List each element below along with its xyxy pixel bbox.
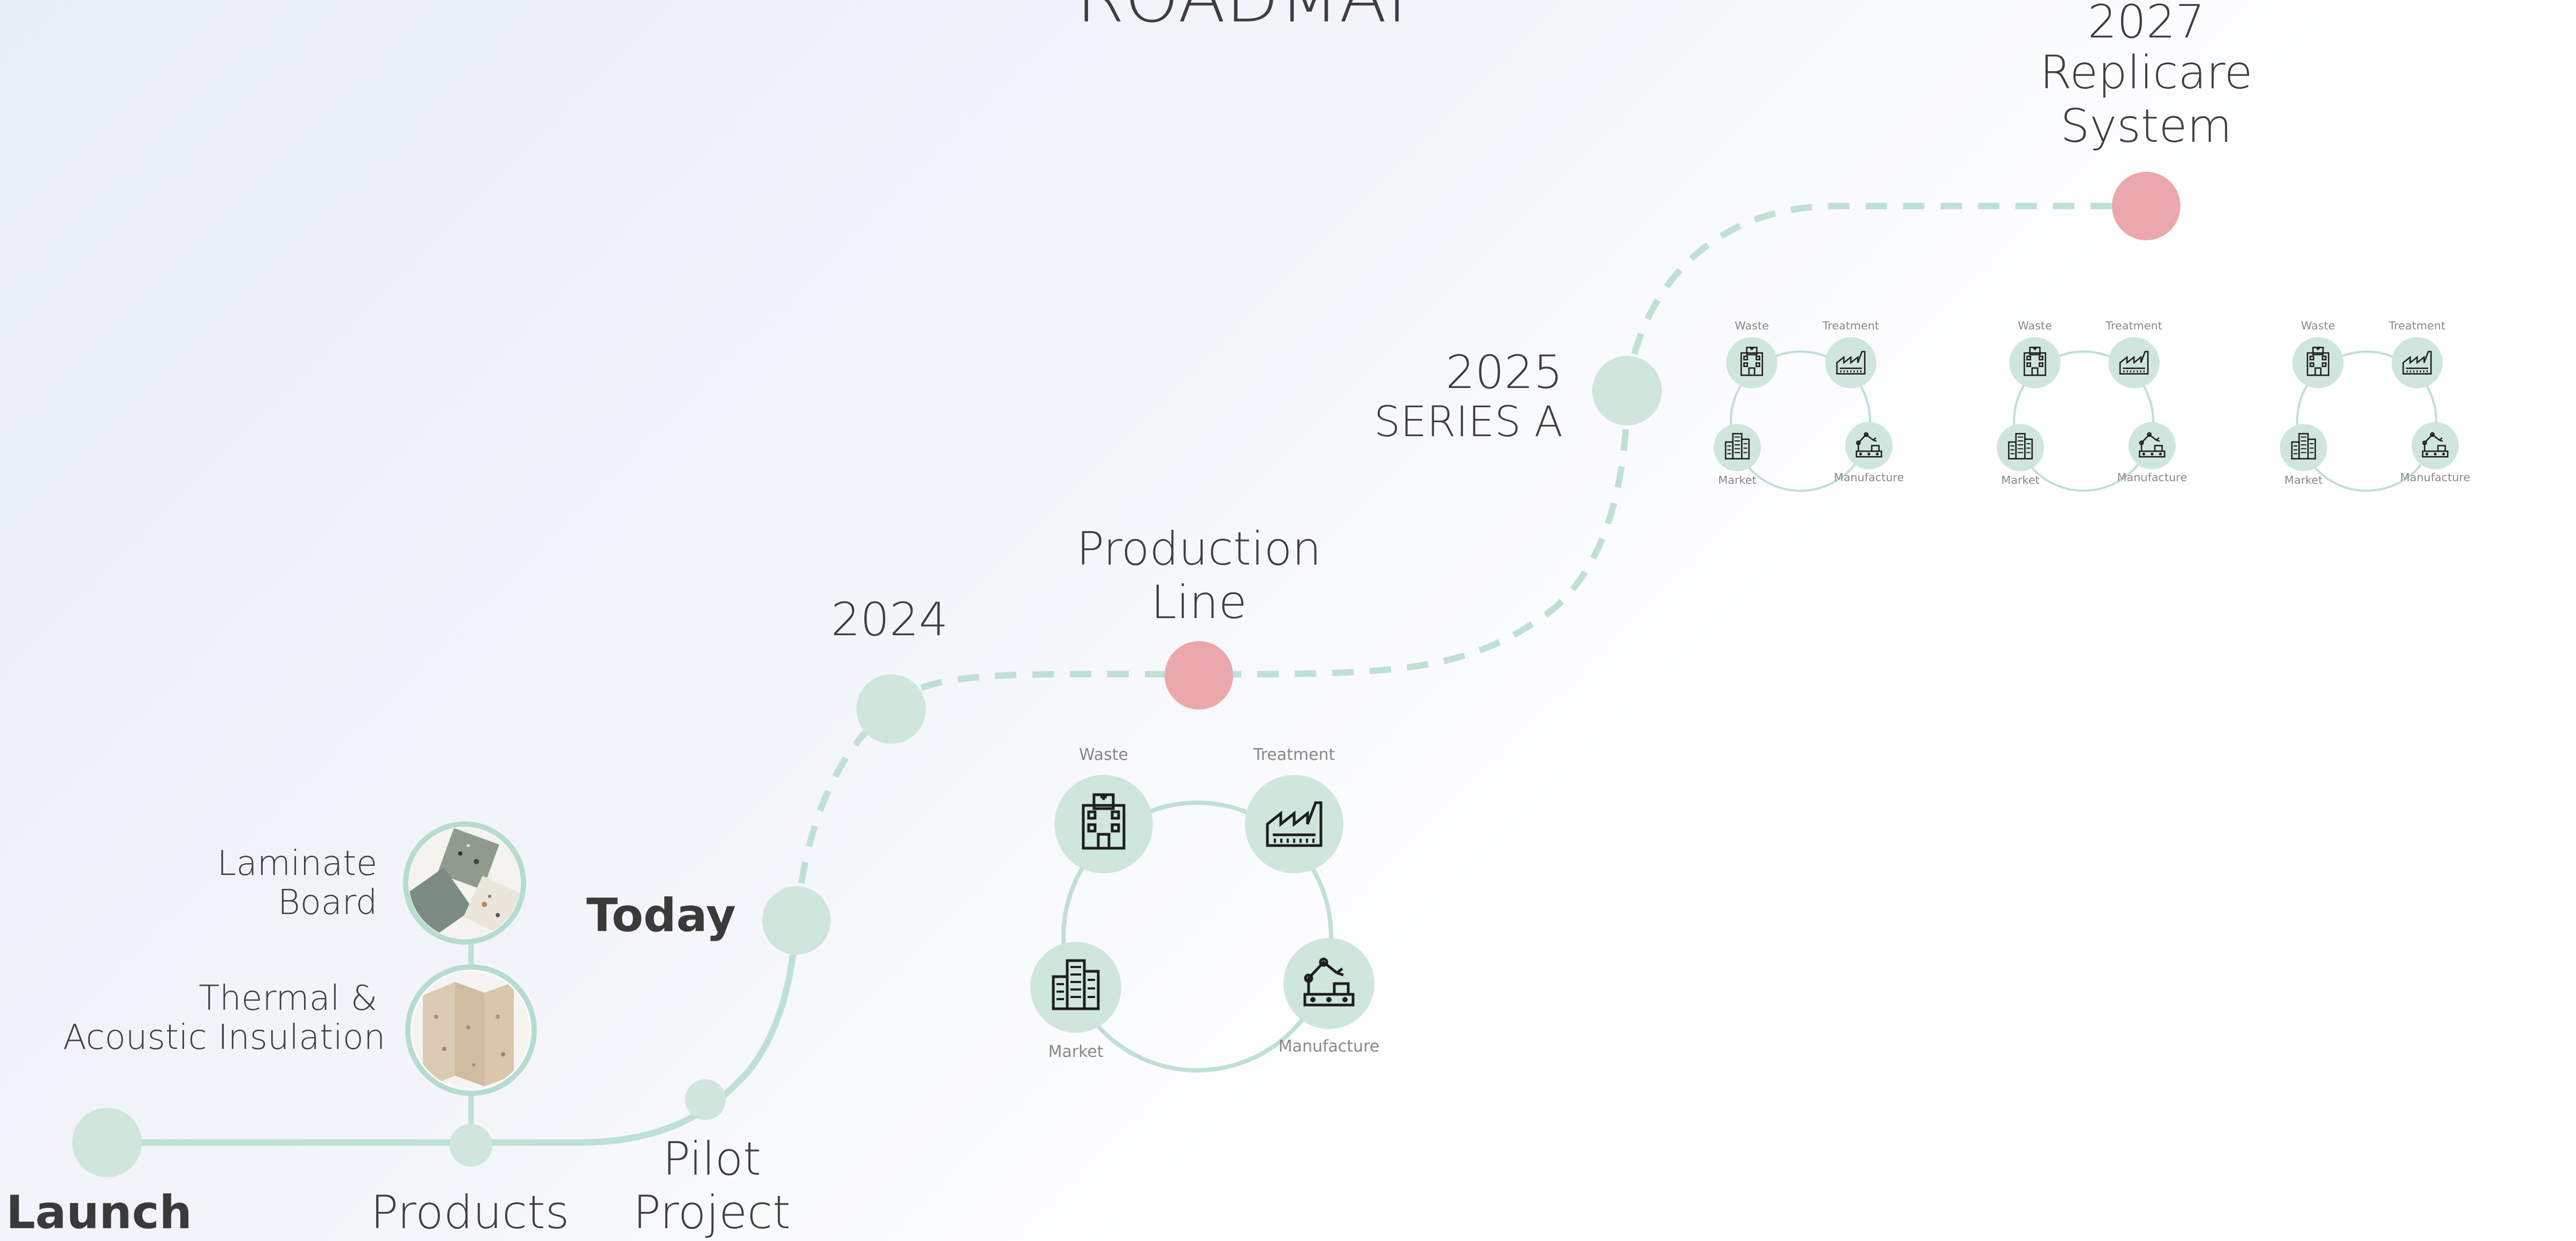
cycle-label-market: Market [1718,474,1757,486]
page-title: ROADMAP [1076,0,1429,38]
node-launch [72,1108,142,1177]
cycle-label-manufacture: Manufacture [1834,471,1904,484]
cycle-label-treatment: Treatment [2388,319,2445,332]
cycle-label-treatment: Treatment [1253,745,1335,764]
laminate-board-image [403,821,526,945]
node-today [762,886,831,955]
cycle-label-waste: Waste [1735,319,1769,332]
node-2024 [856,674,926,744]
label-replicare-2: System [2061,100,2232,153]
label-production-2: Line [1151,576,1247,629]
label-2024: 2024 [831,593,948,646]
node-production-line [1165,641,1233,710]
cycle-diagram-small-3: Waste Treatment Market Manufacture [2279,319,2471,492]
node-pilot [685,1079,726,1120]
label-laminate-1: Laminate [217,844,377,884]
cycle-label-market: Market [2001,474,2040,486]
cycle-diagram-small-1: Waste Treatment Market Manufacture [1713,319,1904,492]
label-products: Products [370,1186,569,1239]
cycle-diagram-small-2: Waste Treatment Market Manufacture [1996,319,2187,492]
label-thermal-2: Acoustic Insulation [63,1018,385,1057]
label-thermal-1: Thermal & [199,979,377,1018]
label-laminate-2: Board [278,883,377,923]
cycle-label-manufacture: Manufacture [1279,1037,1380,1056]
cycle-label-waste: Waste [1079,745,1128,764]
label-pilot-2: Project [633,1186,791,1239]
cycle-label-waste: Waste [2018,319,2052,332]
cycle-label-treatment: Treatment [1822,319,1879,332]
label-pilot-1: Pilot [663,1132,761,1186]
thermal-insulation-image [405,964,537,1096]
label-2027: 2027 [2088,0,2205,49]
label-production-1: Production [1076,522,1321,576]
node-2027 [2112,172,2180,240]
node-2025 [1592,356,1662,425]
label-launch: Launch [6,1186,192,1239]
cycle-label-manufacture: Manufacture [2400,471,2471,484]
cycle-label-market: Market [2284,474,2323,486]
label-today: Today [587,889,736,942]
roadmap-path [107,203,2146,1146]
cycle-label-treatment: Treatment [2105,319,2162,332]
cycle-label-manufacture: Manufacture [2117,471,2187,484]
label-replicare-1: Replicare [2040,46,2253,100]
node-products [450,1124,492,1167]
cycle-label-waste: Waste [2301,319,2335,332]
cycle-diagram-production: Waste Treatment Market Manufacture [1030,745,1380,1072]
label-series-a: SERIES A [1374,398,1563,446]
cycle-label-market: Market [1048,1042,1103,1061]
label-2025: 2025 [1446,346,1563,399]
